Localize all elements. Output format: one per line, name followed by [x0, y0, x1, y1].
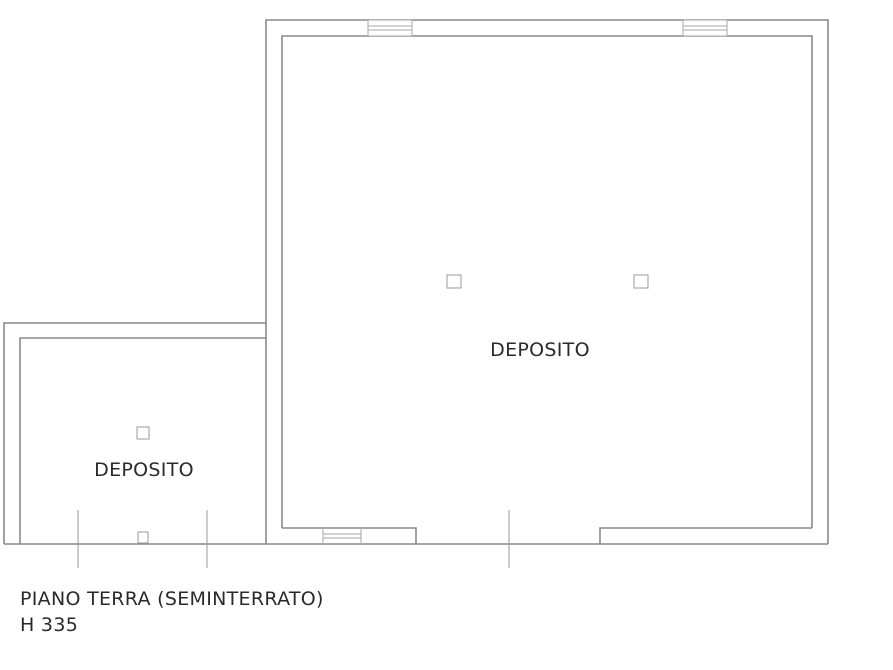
large-room-inner-wall: [281, 35, 813, 528]
small-room-outer-wall: [3, 322, 266, 544]
large-room: DEPOSITO: [265, 19, 829, 545]
window-bottom: [322, 528, 362, 544]
pillar-marker: [446, 274, 462, 289]
floor-height: H 335: [20, 614, 79, 636]
large-room-bottom-inner-right: [599, 527, 812, 544]
small-room-inner-wall: [19, 337, 266, 544]
room-label-large: DEPOSITO: [490, 339, 590, 361]
large-room-bottom-inner-left: [282, 527, 417, 544]
window-top-left: [367, 19, 413, 37]
pillar-marker: [136, 426, 150, 440]
plan-caption: PIANO TERRA (SEMINTERRATO) H 335: [20, 586, 324, 638]
small-room: DEPOSITO: [3, 322, 266, 545]
large-room-outer-wall: [265, 19, 829, 544]
floor-name: PIANO TERRA (SEMINTERRATO): [20, 588, 324, 610]
window-top-right: [682, 19, 728, 37]
pillar-marker: [633, 274, 649, 289]
room-label-small: DEPOSITO: [94, 459, 194, 481]
pillar-marker: [137, 531, 149, 544]
